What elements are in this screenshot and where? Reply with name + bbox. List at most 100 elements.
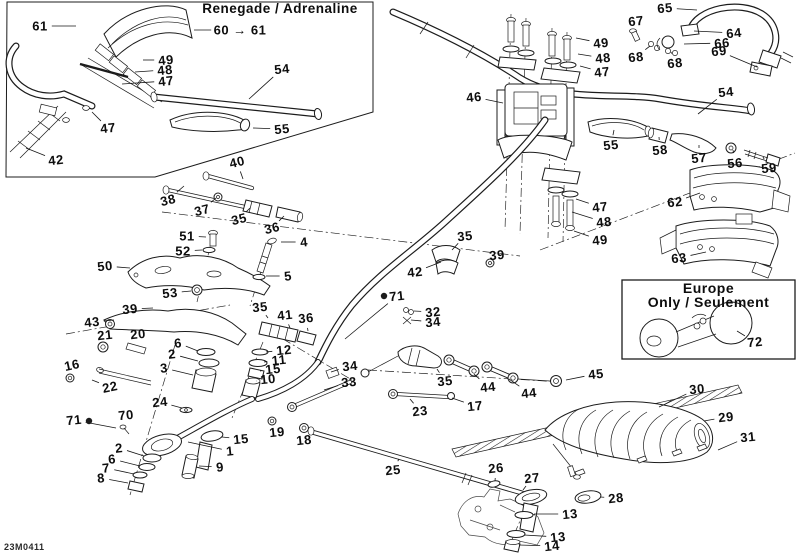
callout-leader-line — [221, 436, 230, 439]
callout-35: 35 — [252, 299, 268, 319]
callout-3: 3 — [159, 360, 194, 376]
callout-25: 25 — [385, 458, 402, 479]
callout-label: 25 — [385, 462, 402, 479]
callout-label: 72 — [747, 334, 764, 351]
callout-leader-line — [397, 458, 400, 462]
callout-leader-line — [245, 207, 251, 213]
callout-leader-line — [612, 129, 615, 136]
callout-label: 35 — [437, 373, 454, 390]
callout-label: 18 — [296, 432, 313, 449]
callout-label: 6 — [107, 451, 116, 467]
callout-24: 24 — [152, 394, 183, 410]
callout-29: 29 — [703, 409, 735, 426]
callout-label: 68 — [667, 55, 684, 72]
callout-leader-line — [121, 81, 155, 85]
callout-label: 19 — [269, 424, 286, 441]
callout-19: 19 — [269, 424, 286, 441]
callout-label: 27 — [524, 470, 541, 487]
inset-box — [5, 1, 374, 178]
callout-68: 68 — [628, 45, 651, 65]
callout-leader-line — [685, 192, 701, 199]
callout-34: 34 — [330, 358, 359, 375]
callout-leader-line — [91, 379, 100, 384]
callout-66: 66 — [683, 35, 731, 52]
callout-label: 42 — [48, 152, 65, 169]
callout-leader-line — [181, 290, 192, 293]
callout-38: 38 — [159, 185, 185, 209]
callout-61: 61 — [32, 19, 76, 34]
callout-59: 59 — [761, 156, 777, 176]
callout-71: 71 — [66, 412, 117, 429]
callout-label: 21 — [97, 327, 114, 344]
callout-label: 17 — [467, 398, 484, 415]
callout-leader-line — [676, 8, 698, 11]
callout-label: 54 — [274, 61, 291, 78]
callout-leader-line — [410, 319, 422, 322]
callout-leader-line — [451, 243, 459, 251]
callout-leader-line — [577, 53, 592, 57]
callout-leader-line — [693, 30, 723, 33]
callout-63: 63 — [671, 250, 707, 266]
callout-51: 51 — [179, 229, 207, 244]
callout-label: 29 — [718, 409, 735, 426]
callout-label: 49 — [592, 232, 609, 249]
callout-label: 30 — [689, 381, 706, 398]
callout-leader-line — [126, 450, 145, 457]
callout-36: 36 — [298, 310, 315, 332]
callout-label: 66 — [714, 35, 731, 52]
callout-21: 21 — [97, 327, 114, 344]
callout-label: 69 — [711, 43, 728, 60]
callout-label: 11 — [271, 352, 287, 368]
callout-leader-line — [176, 185, 185, 193]
callout-label: 53 — [162, 285, 179, 302]
callout-35: 35 — [451, 228, 474, 251]
callout-label: 44 — [521, 385, 538, 402]
callout-leader-line — [409, 398, 414, 404]
callout-35: 35 — [230, 207, 251, 228]
callout-leader-line — [523, 534, 547, 537]
callout-label: 15 — [233, 431, 250, 448]
callout-46: 46 — [466, 89, 504, 106]
callout-label: 36 — [298, 310, 315, 327]
callout-leader-line — [171, 404, 183, 409]
callout-58: 58 — [652, 136, 668, 158]
callout-leader-line — [120, 460, 141, 467]
callout-marker-dot — [85, 417, 93, 425]
callout-leader-line — [185, 345, 199, 352]
callout-label: 35 — [457, 228, 474, 245]
callout-leader-line — [91, 111, 102, 122]
callout-label: 13 — [550, 529, 567, 546]
callout-49: 49 — [573, 230, 609, 249]
callout-33: 33 — [323, 374, 357, 391]
callout-label: 34 — [342, 358, 359, 375]
callout-55: 55 — [252, 121, 290, 137]
callout-69: 69 — [711, 43, 758, 68]
callout-label: 48 — [595, 50, 612, 67]
callout-label: 34 — [425, 314, 442, 331]
callout-30: 30 — [658, 381, 706, 408]
callout-42: 42 — [25, 147, 65, 169]
callout-label: 44 — [480, 379, 497, 396]
callout-label: 32 — [425, 304, 442, 321]
callout-15: 15 — [221, 431, 250, 448]
callout-leader-line — [579, 65, 591, 70]
callout-label: 3 — [159, 360, 168, 376]
callout-label: 39 — [122, 301, 139, 318]
callout-71: 71 — [344, 288, 405, 340]
callout-1: 1 — [187, 441, 235, 459]
europe-title-line2: Only / Seulement — [647, 293, 770, 310]
callout-52: 52 — [175, 244, 203, 259]
callout-leader-line — [239, 171, 244, 180]
callout-label: 54 — [718, 84, 735, 101]
callout-label: 20 — [130, 326, 147, 343]
callout-label: 23 — [412, 403, 429, 420]
callout-label: 62 — [667, 194, 684, 211]
callout-label: 10 — [260, 371, 277, 388]
callout-leader-line — [109, 479, 129, 484]
callout-32: 32 — [413, 304, 442, 321]
steering-column — [255, 116, 549, 402]
callout-7: 7 — [101, 460, 135, 476]
callout-label: 46 — [466, 89, 483, 106]
